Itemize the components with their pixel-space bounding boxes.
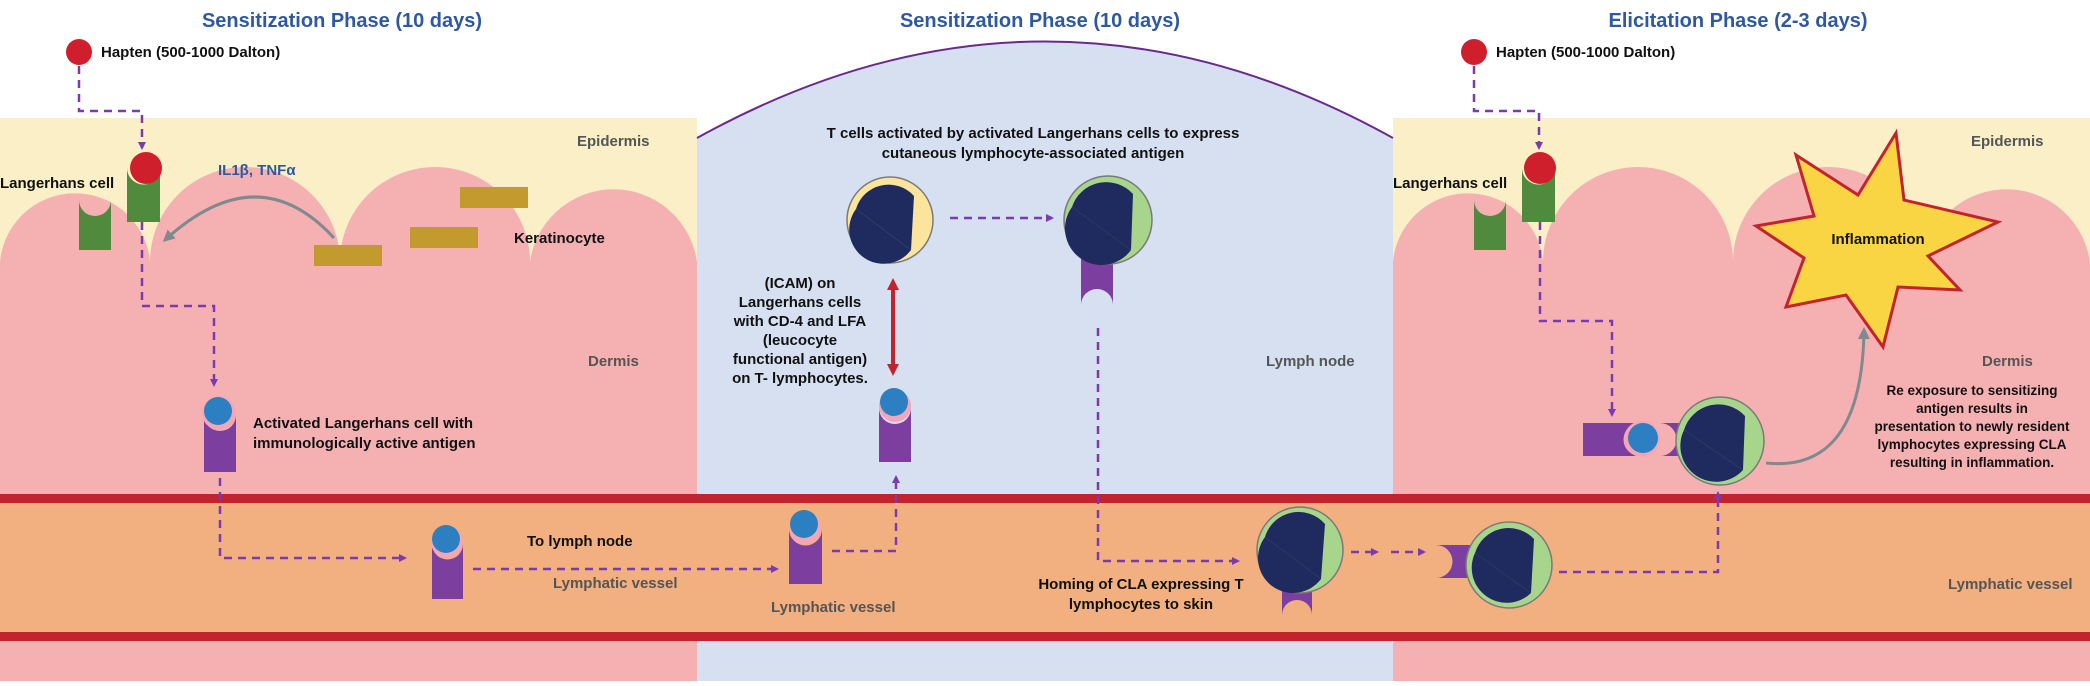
hapten-bound-icon [1524,152,1556,184]
vessel-border-bottom [0,632,2090,641]
dermis-label-right: Dermis [1982,353,2033,370]
inflammation-label: Inflammation [1831,231,1924,248]
nucleus-fill [1471,553,1531,603]
antigen-icon [880,388,908,416]
hapten-label-right: Hapten (500-1000 Dalton) [1496,44,1675,61]
cytokine-label: IL1β, TNFα [218,162,296,179]
antigen-icon [790,510,818,538]
reexposure-line: lymphocytes expressing CLA [1877,437,2066,452]
cla-receptor-icon [1081,255,1113,305]
antigen-icon [432,525,460,553]
icam-line: (leucocyte [763,332,837,349]
t-cell-nucleus [1475,528,1534,593]
presenting-lc-icon [1583,423,1640,456]
nucleus-fill [849,209,911,264]
lc-to-dermis-arrow-right [1538,222,1616,417]
keratinocyte-label: Keratinocyte [514,230,605,247]
nucleus-fill [1258,537,1321,593]
lymph-node-outline [696,40,1394,139]
title-right: Elicitation Phase (2-3 days) [1609,10,1868,32]
reexposure-line: presentation to newly resident [1874,419,2070,434]
antigen-icon [1628,423,1658,453]
cytokine-arrow [162,195,336,243]
vessel-border-top [0,494,2090,503]
t-cell-nucleus [1265,511,1325,579]
title-left: Sensitization Phase (10 days) [202,10,482,32]
to-lymph-node-label: To lymph node [527,533,633,550]
reexposure-line: resulting in inflammation. [1890,455,2054,470]
hapten-arrow-left [77,66,146,150]
langerhans-label-left: Langerhans cell [0,175,114,192]
nucleus-fill [1680,430,1743,482]
langerhans-cell-icon [1522,168,1555,222]
lymphatic-vessel-label-2: Lymphatic vessel [771,599,896,616]
vessel-to-node-arrow [832,475,900,553]
tcell-activated-label: T cells activated by activated Langerhan… [827,125,1240,142]
icam-text: (ICAM) on Langerhans cells with CD-4 and… [732,275,868,387]
inflammation-star-icon [1752,128,2003,351]
tcell-activated-label: cutaneous lymphocyte-associated antigen [882,145,1185,162]
lymphatic-vessel-label-right: Lymphatic vessel [1948,576,2073,593]
vessel-to-dermis-arrow [1559,491,1722,574]
langerhans-cell-icon [127,168,160,222]
keratinocyte-icon [410,227,478,248]
epidermis-label-right: Epidermis [1971,133,2044,150]
dermis-to-vessel-arrow [218,478,407,562]
homing-label: Homing of CLA expressing T [1038,576,1243,593]
activated-langerhans-cell-icon [204,415,236,472]
lymphatic-vessel [0,494,2090,633]
icam-line: Langerhans cells [739,294,862,311]
cla-receptor-icon [1436,545,1470,578]
hapten-label-left: Hapten (500-1000 Dalton) [101,44,280,61]
antigen-icon [204,397,232,425]
keratinocyte-icon [314,245,382,266]
hapten-arrow-right [1472,66,1543,150]
migrating-lc-icon [432,544,463,599]
hapten-icon [1461,39,1487,65]
epidermis-label-left: Epidermis [577,133,650,150]
icam-line: (ICAM) on [765,275,836,292]
hapten-icon [66,39,92,65]
inflammation-arrow [1765,327,1870,466]
keratinocyte-icon [460,187,528,208]
langerhans-cell-icon [1474,200,1506,250]
dermis-label-left: Dermis [588,353,639,370]
activated-lc-label: immunologically active antigen [253,435,476,452]
icam-line: functional antigen) [733,351,867,368]
nucleus-fill [1064,207,1131,266]
reexposure-text: Re exposure to sensitizing antigen resul… [1874,383,2070,470]
t-cell-nucleus [856,184,914,250]
homing-arrow [1096,328,1240,565]
lymph-node-lc-icon [879,408,911,462]
migrating-lc-icon [789,529,822,584]
title-middle: Sensitization Phase (10 days) [900,10,1180,32]
lymphatic-vessel-label-1: Lymphatic vessel [553,575,678,592]
t-cell-nucleus [1684,404,1745,470]
lc-to-dermis-arrow [140,222,218,387]
icam-line: with CD-4 and LFA [733,313,867,330]
hapten-bound-icon [130,152,162,184]
t-cell-nucleus [1072,182,1133,250]
icam-line: on T- lymphocytes. [732,370,868,387]
reexposure-line: Re exposure to sensitizing [1886,383,2057,398]
lymph-node-label: Lymph node [1266,353,1355,370]
homing-label: lymphocytes to skin [1069,596,1213,613]
langerhans-label-right: Langerhans cell [1393,175,1507,192]
reexposure-line: antigen results in [1916,401,2028,416]
langerhans-cell-icon [79,200,111,250]
activated-lc-label: Activated Langerhans cell with [253,415,473,432]
